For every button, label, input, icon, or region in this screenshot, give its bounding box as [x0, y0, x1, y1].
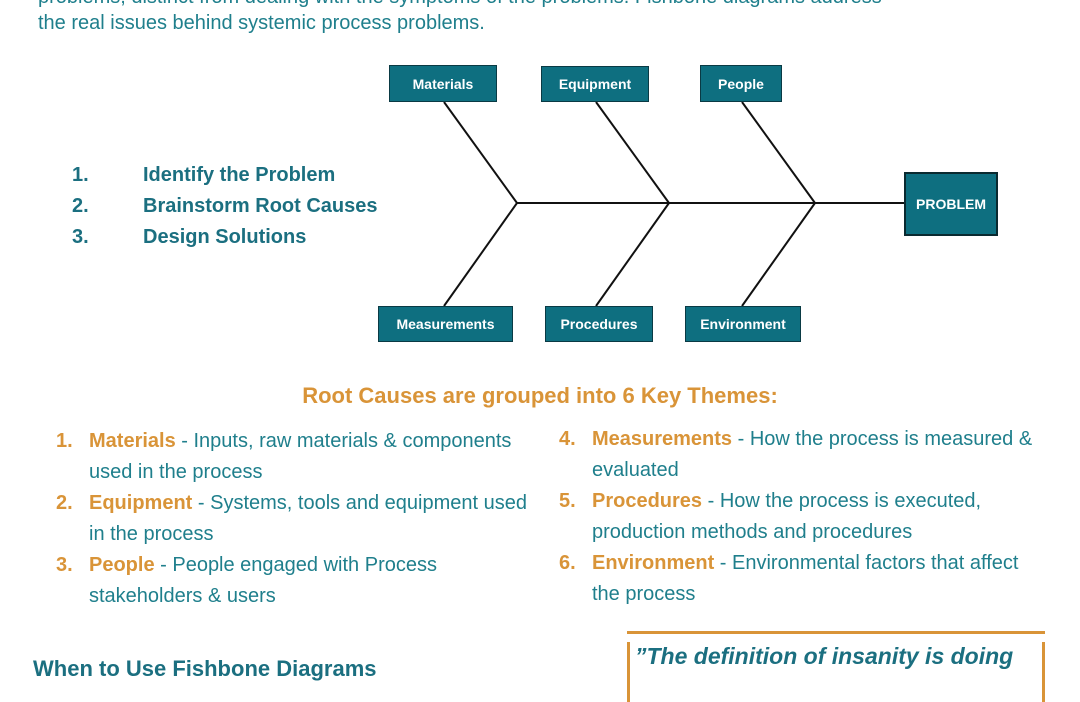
box-measurements: Measurements — [378, 306, 513, 342]
step-number: 3. — [72, 226, 89, 248]
theme-name: Procedures — [592, 490, 703, 512]
step-number: 2. — [72, 195, 89, 217]
theme-number: 5. — [559, 490, 576, 512]
steps-list: 1. Identify the Problem 2. Brainstorm Root… — [72, 160, 378, 253]
box-equipment: Equipment — [541, 66, 649, 102]
box-people: People — [700, 65, 782, 102]
themes-title: Root Causes are grouped into 6 Key Theme… — [302, 383, 778, 408]
bone-procedures — [595, 202, 670, 307]
step-label: Design Solutions — [143, 226, 307, 248]
bone-materials — [443, 101, 518, 204]
theme-name: People — [89, 554, 155, 576]
theme-desc: - People engaged with Process stakeholde… — [89, 554, 437, 607]
theme-desc: - Systems, tools and equipment used in t… — [89, 492, 527, 545]
theme-name: Materials — [89, 430, 176, 452]
bone-people — [741, 101, 816, 204]
intro-text-line-1: problems, distinct from dealing with the… — [38, 0, 882, 9]
quote-text: ”The definition of insanity is doing — [635, 643, 1014, 669]
theme-name: Equipment — [89, 492, 193, 514]
box-procedures: Procedures — [545, 306, 653, 342]
theme-item: 2. Equipment - Systems, tools and equipme… — [56, 488, 546, 550]
intro-text-line-2: the real issues behind systemic process … — [38, 12, 485, 34]
quote-frame — [627, 631, 1045, 702]
theme-number: 2. — [56, 492, 73, 514]
theme-number: 1. — [56, 430, 73, 452]
when-to-use-heading: When to Use Fishbone Diagrams — [33, 656, 377, 681]
themes-left-column: 1. Materials - Inputs, raw materials & co… — [56, 426, 546, 612]
step-label: Brainstorm Root Causes — [143, 195, 378, 217]
step-item: 1. Identify the Problem — [72, 160, 378, 191]
step-label: Identify the Problem — [143, 164, 336, 186]
theme-number: 4. — [559, 428, 576, 450]
theme-desc: - Environmental factors that affect the … — [592, 552, 1019, 605]
theme-desc: - How the process is measured & evaluate… — [592, 428, 1033, 481]
theme-item: 4. Measurements - How the process is meas… — [559, 424, 1049, 486]
theme-name: Environment — [592, 552, 715, 574]
themes-right-column: 4. Measurements - How the process is meas… — [559, 424, 1049, 610]
box-problem: PROBLEM — [904, 172, 998, 236]
theme-desc: - Inputs, raw materials & components use… — [89, 430, 512, 483]
step-number: 1. — [72, 164, 89, 186]
theme-number: 6. — [559, 552, 576, 574]
theme-item: 6. Environment - Environmental factors th… — [559, 548, 1049, 610]
theme-item: 5. Procedures - How the process is execut… — [559, 486, 1049, 548]
theme-item: 1. Materials - Inputs, raw materials & co… — [56, 426, 546, 488]
step-item: 2. Brainstorm Root Causes — [72, 191, 378, 222]
bone-equipment — [595, 101, 670, 204]
theme-name: Measurements — [592, 428, 733, 450]
theme-number: 3. — [56, 554, 73, 576]
bone-environment — [741, 202, 816, 307]
theme-item: 3. People - People engaged with Process s… — [56, 550, 546, 612]
theme-desc: - How the process is executed, productio… — [592, 490, 982, 543]
box-materials: Materials — [389, 65, 497, 102]
bone-measurements — [443, 202, 518, 307]
step-item: 3. Design Solutions — [72, 222, 378, 253]
box-environment: Environment — [685, 306, 801, 342]
fishbone-diagram — [443, 101, 905, 307]
